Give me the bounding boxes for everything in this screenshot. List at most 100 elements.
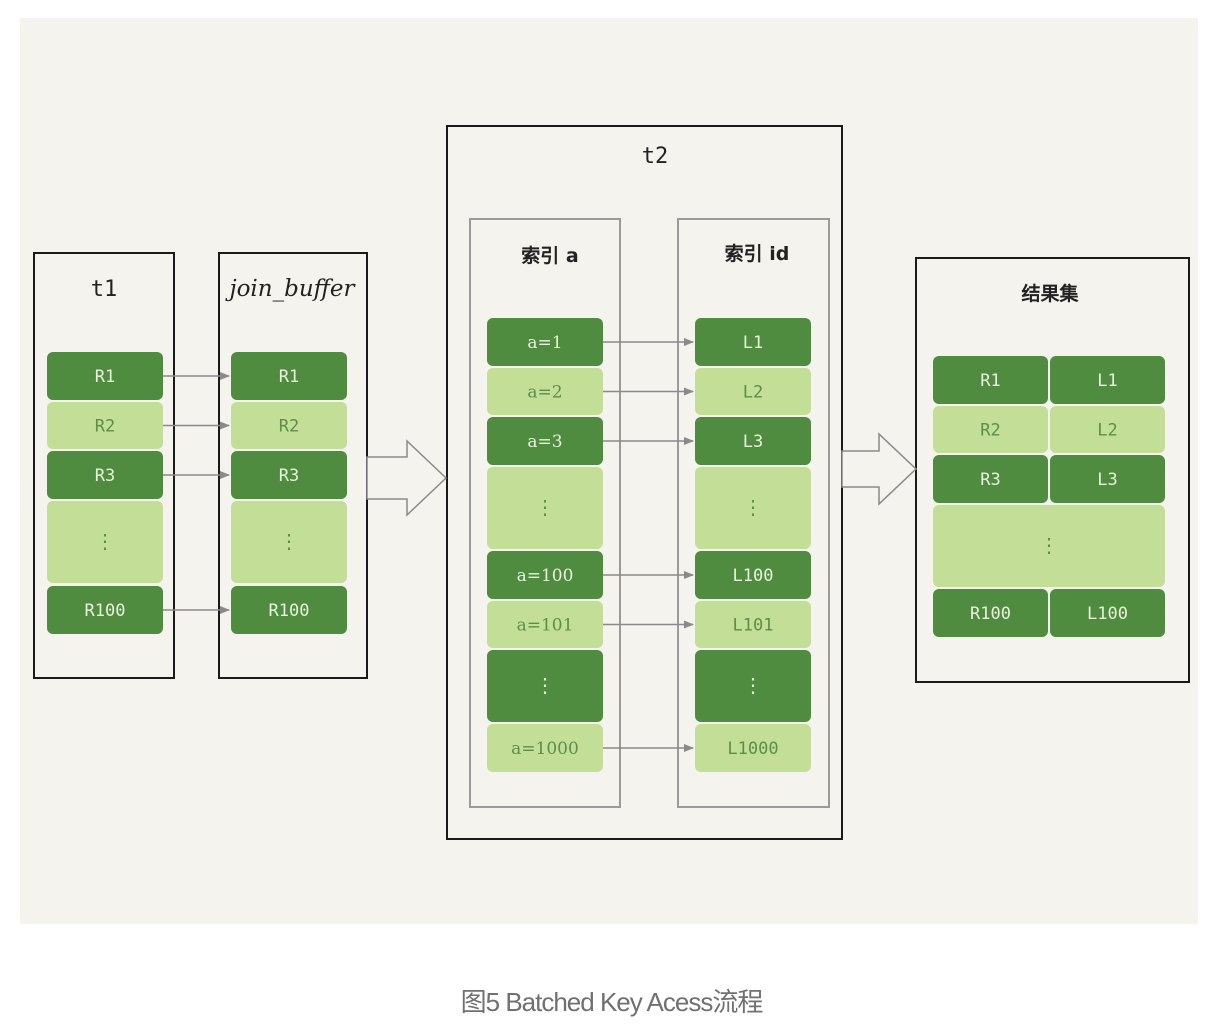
- join-buffer-cell: R100: [231, 586, 347, 634]
- result-cell-r-label: R100: [970, 604, 1011, 624]
- index-id-title: 索引 id: [725, 242, 790, 265]
- t1-cell-label: ⋮: [95, 529, 115, 553]
- index-a-cell-label: ⋮: [535, 495, 555, 519]
- join-buffer-cell: R2: [231, 402, 347, 449]
- index-id-cell: L100: [695, 551, 811, 599]
- index-id-cell-label: L2: [743, 383, 763, 403]
- index-id-cell-bg: [695, 368, 811, 415]
- join-buffer-cell-label: R100: [269, 601, 310, 621]
- result-cell-l-bg: [1050, 455, 1165, 503]
- join-buffer-cell-label: R1: [279, 367, 299, 387]
- result-cell-r-bg: [933, 455, 1048, 503]
- index-id-cell-bg: [695, 724, 811, 772]
- index-id-cell-bg: [695, 601, 811, 648]
- index-id-cell-label: L1: [743, 333, 763, 353]
- index-id-cell: ⋮: [695, 650, 811, 722]
- arrows-layer: [163, 338, 694, 752]
- result-cell-l-label: L2: [1097, 421, 1117, 441]
- index-a-cell-bg: [487, 318, 603, 366]
- t1-cell: ⋮: [47, 501, 163, 583]
- result-cell-r-bg: [933, 406, 1048, 453]
- t1-cell-label: R2: [95, 417, 115, 437]
- index-a-cell-bg: [487, 551, 603, 599]
- index-id-cell-label: ⋮: [743, 495, 763, 519]
- index-a-cell-label: a=1000: [511, 739, 579, 759]
- index-a-cell-bg: [487, 467, 603, 549]
- index-id-cell-label: L100: [733, 566, 774, 586]
- result-cell-l-bg: [1050, 406, 1165, 453]
- index-id-cell-bg: [695, 417, 811, 465]
- result-cell: ⋮: [933, 505, 1165, 587]
- result-cell-l: L1: [1050, 356, 1165, 404]
- result-cell-r: R100: [933, 589, 1048, 637]
- index-a-cell-label: a=100: [517, 566, 574, 586]
- result-cell-l-label: L3: [1097, 470, 1117, 490]
- t1-cell-label: R1: [95, 367, 115, 387]
- join-buffer-cell-label: R3: [279, 466, 299, 486]
- join-buffer-cell-bg: [231, 501, 347, 583]
- result-cell-l: L2: [1050, 406, 1165, 453]
- index-id-cell-label: L1000: [727, 739, 778, 759]
- index-a-cell-bg: [487, 417, 603, 465]
- result-cell-r-label: R2: [980, 421, 1000, 441]
- index-a-cell: a=3: [487, 417, 603, 465]
- t1-cell-bg: [47, 586, 163, 634]
- join-buffer-cell-bg: [231, 451, 347, 499]
- index-id-box: [677, 218, 830, 808]
- t1-box: [33, 252, 175, 679]
- index-id-cell-label: L101: [733, 616, 774, 636]
- result-title: 结果集: [1021, 282, 1079, 305]
- result-cell-l: L100: [1050, 589, 1165, 637]
- t1-cell: R100: [47, 586, 163, 634]
- result-cell-label: ⋮: [1039, 533, 1059, 557]
- t1-cell: R2: [47, 402, 163, 449]
- index-id-cell-bg: [695, 467, 811, 549]
- join-buffer-cell-bg: [231, 352, 347, 400]
- join-buffer-title: join_buffer: [224, 276, 356, 302]
- index-a-cell-bg: [487, 724, 603, 772]
- index-a-cell-label: a=1: [527, 333, 562, 353]
- result-cell-l-bg: [1050, 356, 1165, 404]
- index-a-cell-label: a=3: [527, 432, 562, 452]
- index-a-cell: ⋮: [487, 467, 603, 549]
- t1-cell-bg: [47, 352, 163, 400]
- index-id-cell: L1000: [695, 724, 811, 772]
- t1-cell: R1: [47, 352, 163, 400]
- index-a-cell-bg: [487, 650, 603, 722]
- index-id-cell-bg: [695, 318, 811, 366]
- index-id-cell: L3: [695, 417, 811, 465]
- index-a-cell-label: a=2: [527, 383, 562, 403]
- index-a-cell-bg: [487, 368, 603, 415]
- t2-title: t2: [642, 144, 669, 169]
- result-cell-r: R2: [933, 406, 1048, 453]
- index-a-title: 索引 a: [521, 244, 578, 267]
- t1-cell-label: R3: [95, 466, 115, 486]
- index-a-cell-label: a=101: [517, 616, 574, 636]
- result-cell-r-label: R3: [980, 470, 1000, 490]
- index-a-box: [469, 218, 621, 808]
- result-cell-r: R3: [933, 455, 1048, 503]
- block-arrow-to-result: [841, 432, 918, 506]
- join-buffer-cell: R3: [231, 451, 347, 499]
- t1-cell-bg: [47, 402, 163, 449]
- figure-caption: 图5 Batched Key Acess流程: [460, 987, 764, 1017]
- t1-cell-label: R100: [85, 601, 126, 621]
- result-cell-r-bg: [933, 356, 1048, 404]
- index-id-cell: L101: [695, 601, 811, 648]
- index-id-cell-label: ⋮: [743, 673, 763, 697]
- index-id-cell-bg: [695, 551, 811, 599]
- block-arrow-to-t2: [366, 439, 448, 517]
- join-buffer-cell: ⋮: [231, 501, 347, 583]
- index-id-cell: L1: [695, 318, 811, 366]
- index-id-cell: L2: [695, 368, 811, 415]
- index-id-cell-label: L3: [743, 432, 763, 452]
- result-cell-l-label: L100: [1087, 604, 1128, 624]
- join-buffer-cell: R1: [231, 352, 347, 400]
- result-cell-r-bg: [933, 589, 1048, 637]
- index-a-cell: ⋮: [487, 650, 603, 722]
- result-cell-l-bg: [1050, 589, 1165, 637]
- index-id-cell: ⋮: [695, 467, 811, 549]
- join-buffer-cell-label: R2: [279, 417, 299, 437]
- index-a-cell: a=2: [487, 368, 603, 415]
